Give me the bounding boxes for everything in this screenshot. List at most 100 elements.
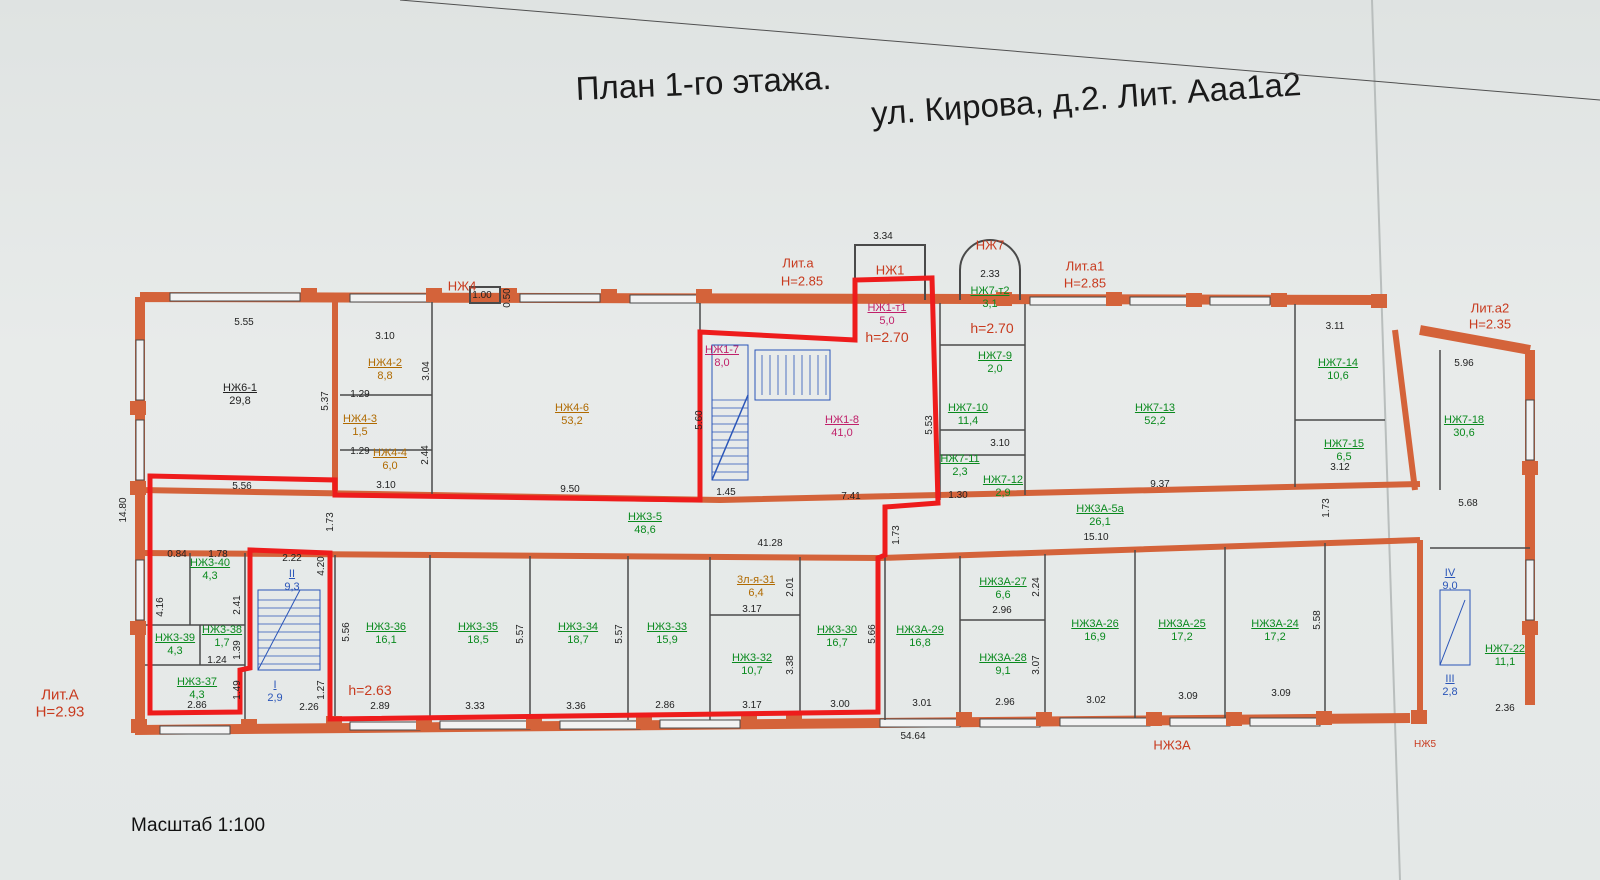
wall-pier	[1106, 292, 1122, 306]
annex-lit-a2-height: Н=2.35	[1468, 316, 1512, 332]
wall-pier	[1226, 712, 1242, 726]
dimension-label: 54.64	[900, 731, 926, 742]
room-area: 2,0	[987, 363, 1003, 375]
room-area: 29,8	[229, 395, 251, 407]
annex-lit-a-height: Н=2.85	[780, 273, 824, 289]
room-id: НЖ4-4	[373, 447, 407, 459]
room-id: НЖ3А-27	[979, 576, 1027, 588]
dimension-label: 3.36	[566, 701, 586, 712]
room-area: 4,3	[202, 570, 218, 582]
dimension-label: 1.78	[208, 549, 228, 560]
room-id: НЖ3-30	[816, 624, 858, 636]
room-area: 16,9	[1084, 631, 1106, 643]
wall-pier	[130, 481, 146, 495]
room-area: 52,2	[1144, 415, 1166, 427]
stair-steps	[258, 355, 827, 665]
entrance-nzh1: НЖ1	[875, 262, 905, 278]
height-main: h=2.63	[348, 682, 392, 698]
room-id: НЖ1-7	[705, 344, 739, 356]
room-id: НЖ3-34	[557, 621, 599, 633]
room-area: 26,1	[1089, 516, 1111, 528]
dimension-label: 1.73	[325, 512, 336, 532]
window	[1249, 717, 1321, 727]
room-id: НЖ7-13	[1134, 402, 1176, 414]
room-area: 2,9	[267, 692, 283, 704]
wall-pier	[696, 289, 712, 303]
room-area: 30,6	[1453, 427, 1475, 439]
scale-label: Масштаб 1:100	[131, 815, 266, 836]
room-area: 17,2	[1171, 631, 1193, 643]
wall-pier	[956, 712, 972, 726]
dimension-label: 15.10	[1083, 532, 1109, 543]
partition	[244, 543, 1326, 725]
staircases	[257, 344, 1471, 671]
room-area: 15,9	[656, 634, 678, 646]
wall-pier	[601, 289, 617, 303]
annexes	[469, 239, 1021, 304]
dimension-label: 0.84	[167, 549, 187, 560]
room-id: НЖ7-10	[947, 402, 989, 414]
room-id: II	[288, 568, 296, 580]
wall-pier	[636, 715, 652, 729]
room-id: НЖ4-3	[343, 413, 377, 425]
dimension-label: 3.10	[990, 438, 1010, 449]
dimension-label: 3.17	[742, 700, 762, 711]
dimension-label: 4.16	[155, 597, 166, 617]
window	[1209, 296, 1271, 306]
dimension-label: 2.33	[980, 269, 1000, 280]
room-area: 10,6	[1327, 370, 1349, 382]
dimension-label: 1.73	[1321, 498, 1332, 518]
room-id: НЖ6-1	[223, 382, 257, 394]
wall-pier	[1371, 294, 1387, 308]
room-id: НЖ3А-29	[896, 624, 944, 636]
dimension-label: 5.57	[614, 624, 625, 644]
dimension-label: 5.66	[867, 624, 878, 644]
room-id: НЖ7-т2	[970, 285, 1010, 297]
wall-pier	[301, 288, 317, 302]
room-id: НЖ1-8	[825, 414, 859, 426]
dimension-label: 1.45	[716, 487, 736, 498]
wall-pier	[1411, 710, 1427, 724]
annex-lit-a2: Лит.а2	[1470, 300, 1510, 316]
paper-edge-line	[399, 0, 1600, 101]
dimension-label: 5.55	[234, 317, 254, 328]
window	[1129, 296, 1191, 306]
window	[1029, 296, 1111, 306]
room-id: НЖ3-36	[365, 621, 407, 633]
dimension-label: 5.96	[1454, 358, 1474, 369]
dimension-label: 5.56	[232, 481, 252, 492]
window	[135, 559, 145, 621]
dimension-label: 5.37	[320, 391, 331, 411]
room-area: 2,8	[1442, 686, 1458, 698]
dimension-label: 3.00	[830, 699, 850, 710]
dimension-label: 9.37	[1150, 479, 1170, 490]
room-area: 1,5	[352, 426, 368, 438]
room-id: НЖ3-35	[457, 621, 499, 633]
room-area: 6,0	[382, 460, 398, 472]
window	[979, 718, 1041, 728]
room-id: НЖ3А-28	[979, 652, 1027, 664]
room-area: 16,8	[909, 637, 931, 649]
wall-pier	[241, 719, 257, 733]
room-id: I	[273, 679, 277, 691]
annex-lit-a1: Лит.а1	[1065, 258, 1105, 274]
dimension-label: 5.68	[1458, 498, 1478, 509]
stair-iii	[1439, 589, 1471, 666]
room-id: НЖ3-37	[176, 676, 218, 688]
wall-pier	[426, 288, 442, 302]
room-area: 9,3	[284, 581, 300, 593]
